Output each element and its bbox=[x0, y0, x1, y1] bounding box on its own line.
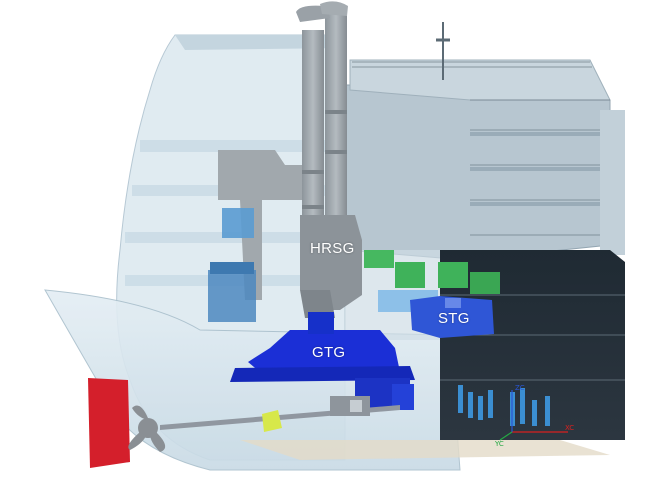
deck-railings bbox=[352, 61, 610, 236]
hrsg-unit bbox=[300, 215, 362, 310]
superstructure-block bbox=[344, 84, 611, 261]
hrsg-lower-duct bbox=[300, 290, 335, 318]
rudder bbox=[88, 378, 130, 468]
stg-unit bbox=[378, 290, 494, 338]
engine-room-floor bbox=[240, 440, 610, 460]
shaft-bearing bbox=[262, 410, 282, 432]
blue-cabinets bbox=[208, 208, 256, 322]
green-generators bbox=[364, 250, 500, 294]
coordinate-triad bbox=[499, 390, 568, 441]
propeller bbox=[128, 405, 166, 452]
forward-superstructure bbox=[600, 110, 625, 255]
stg-label: STG bbox=[438, 310, 470, 327]
mast bbox=[436, 22, 450, 80]
exhaust-stacks bbox=[218, 1, 348, 300]
axis-x-label: XC bbox=[565, 424, 575, 432]
gtg-label: GTG bbox=[312, 344, 346, 361]
machinery-space-dark bbox=[440, 250, 625, 440]
axis-z-label: ZC bbox=[515, 384, 525, 392]
hrsg-label: HRSG bbox=[310, 240, 355, 257]
propeller-shaft bbox=[160, 396, 400, 430]
axis-y-label: YC bbox=[495, 440, 504, 448]
gtg-unit bbox=[230, 312, 415, 410]
window-rows bbox=[470, 132, 608, 206]
